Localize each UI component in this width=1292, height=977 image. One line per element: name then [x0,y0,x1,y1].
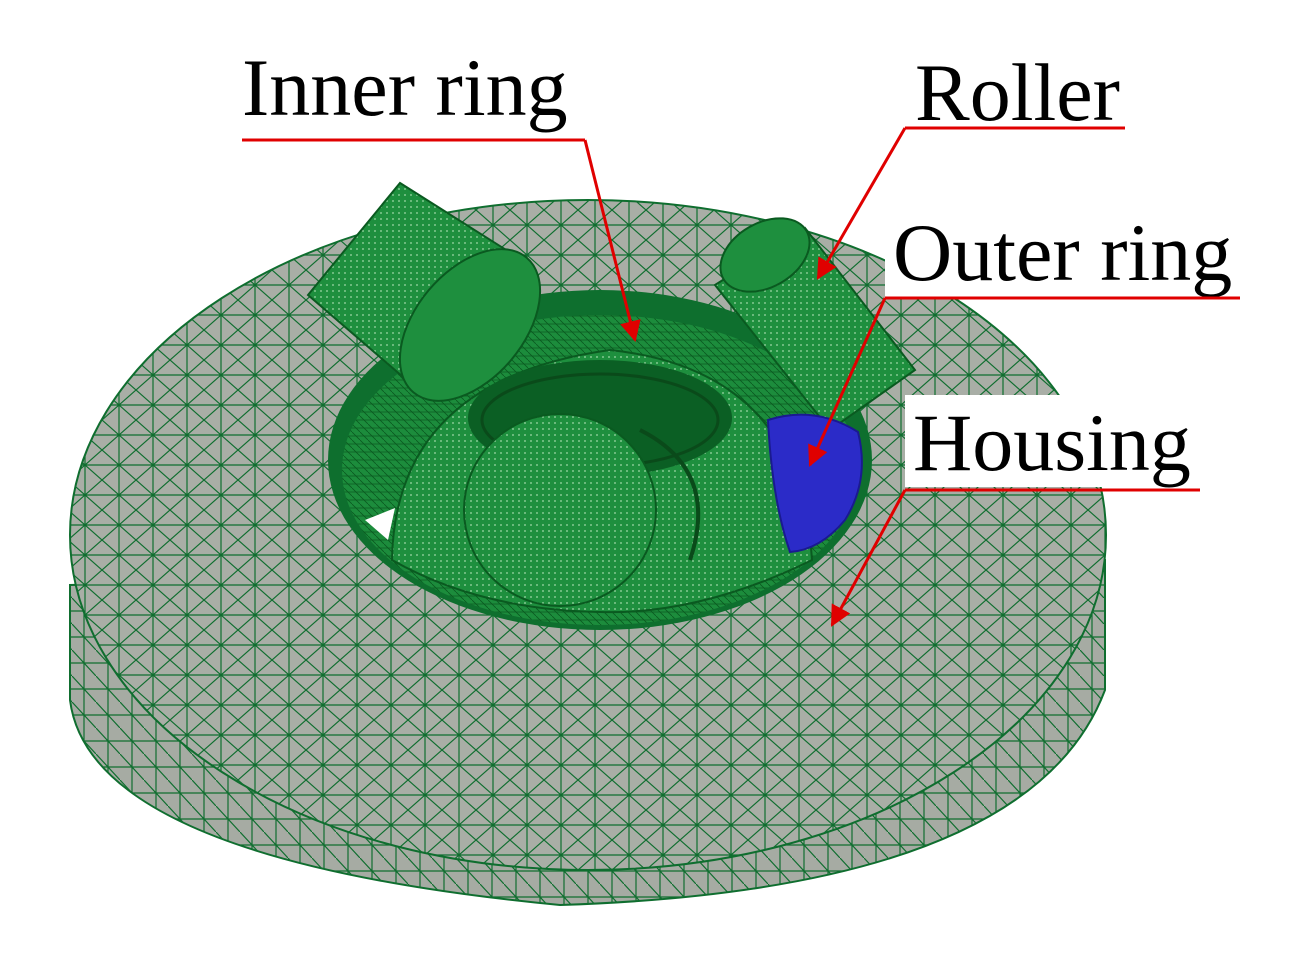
label-housing-arrow [830,489,907,627]
label-outer-ring-arrow [808,297,887,467]
label-outer-ring-bg [885,205,1255,297]
label-inner-ring-arrow [583,139,641,343]
inner-ring-groove [639,428,701,561]
outer-ring [766,413,863,554]
label-housing-text: Housing [913,397,1191,488]
inner-ring [390,348,814,614]
housing-bore-gap [365,508,395,540]
roller-left [306,181,542,402]
inner-ring-front-roller [463,413,657,607]
label-housing-bg [905,395,1205,487]
roller-left-end-face [398,248,542,402]
label-roller-arrow [816,127,907,280]
label-outer-ring-text: Outer ring [893,207,1232,298]
label-outer-ring: Outer ring [808,205,1255,467]
roller-right [713,217,917,432]
roller-right-end-face [719,217,811,293]
label-inner-ring-text: Inner ring [242,42,568,133]
label-housing: Housing [830,395,1205,627]
label-inner-ring: Inner ring [242,42,641,343]
label-roller-text: Roller [915,47,1120,138]
label-roller: Roller [816,47,1125,280]
